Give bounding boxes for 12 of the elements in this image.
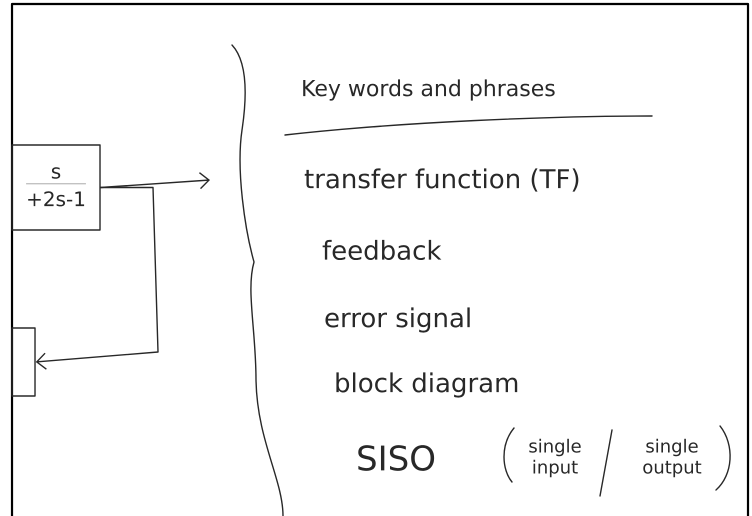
keyword-text: block diagram: [336, 372, 518, 398]
keyword-text: transfer function (TF): [304, 168, 578, 192]
arrow: [36, 186, 159, 370]
stacked-text: single output: [643, 438, 702, 478]
stacked-text: single input: [529, 438, 581, 478]
keyword-text: error signal: [325, 307, 470, 333]
transfer-function-box: s +2s-1: [11, 144, 101, 231]
heading: Key words and phrases: [303, 79, 555, 101]
keyword-text: SISO: [358, 445, 434, 471]
arrow: [100, 172, 210, 190]
block-box: [11, 327, 36, 397]
keyword-text: feedback: [322, 240, 442, 260]
